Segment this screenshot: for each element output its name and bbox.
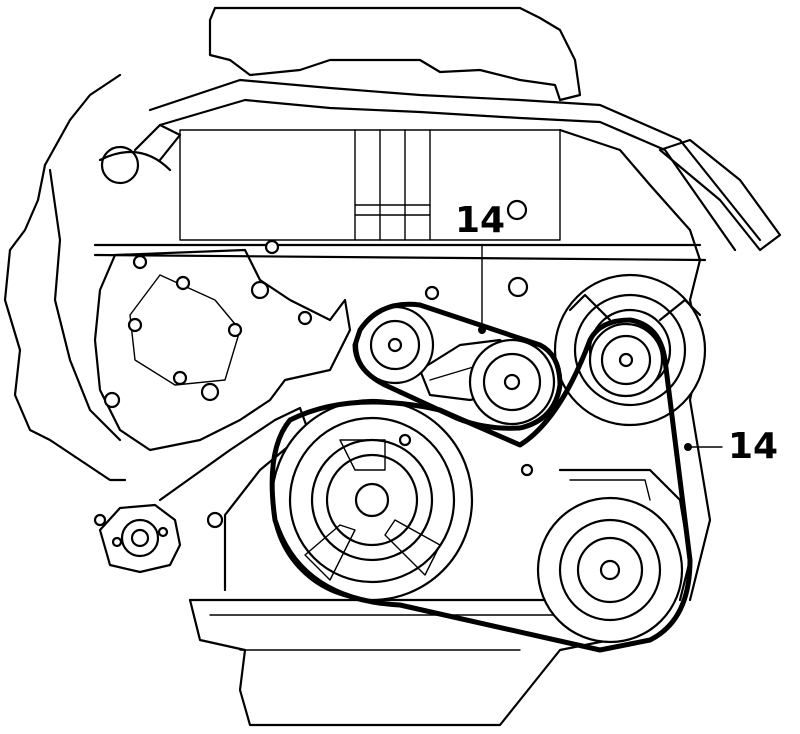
drive-belt-main — [269, 317, 693, 653]
belt-callout-upper: 14 — [455, 200, 505, 241]
thermostat-housing — [93, 406, 310, 592]
belt-callout-right: 14 — [728, 426, 778, 467]
crankshaft-pulley — [270, 398, 474, 602]
timing-cover — [93, 199, 529, 452]
tensioner-pulley — [468, 338, 556, 426]
idler-pulley-right — [588, 322, 664, 398]
alternator-pulley — [520, 463, 692, 644]
drive-belt-upper — [352, 301, 563, 431]
callout-leaders — [478, 244, 723, 451]
engine-block-outline — [3, 6, 782, 727]
